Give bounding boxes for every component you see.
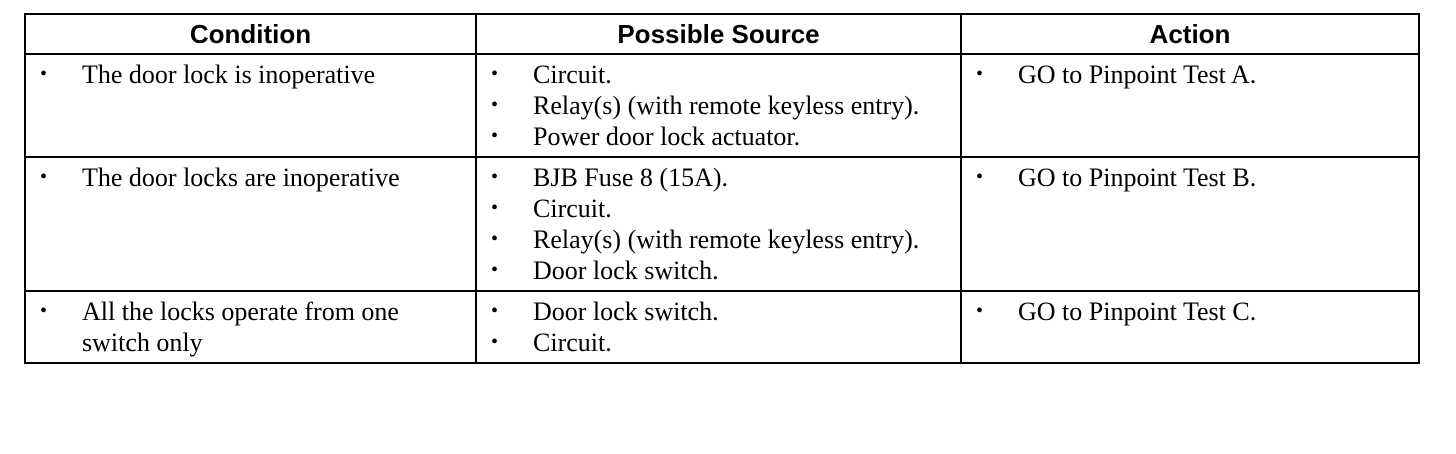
bullet-icon: • — [491, 259, 499, 281]
source-text: Power door lock actuator. — [533, 122, 801, 151]
table-row: • All the locks operate from one switch o… — [24, 290, 1420, 364]
bullet-icon: • — [976, 63, 984, 85]
list-item: • The door locks are inoperative — [36, 162, 467, 193]
action-cell: • GO to Pinpoint Test C. — [960, 290, 1420, 364]
possible-source-cell: • Door lock switch. • Circuit. — [475, 290, 962, 364]
list-item: • Door lock switch. — [487, 255, 952, 286]
list-item: • Circuit. — [487, 327, 952, 358]
diagnosis-table: Condition Possible Source Action • The do… — [24, 13, 1420, 364]
list-item: • Power door lock actuator. — [487, 121, 952, 152]
source-text: Relay(s) (with remote keyless entry). — [533, 225, 920, 254]
list-item: • GO to Pinpoint Test C. — [972, 296, 1410, 327]
bullet-icon: • — [491, 94, 499, 116]
list-item: • Door lock switch. — [487, 296, 952, 327]
source-text: Door lock switch. — [533, 297, 719, 326]
list-item: • The door lock is inoperative — [36, 59, 467, 90]
bullet-icon: • — [40, 63, 48, 85]
bullet-icon: • — [491, 300, 499, 322]
header-possible-source: Possible Source — [475, 13, 962, 55]
action-text: GO to Pinpoint Test A. — [1018, 60, 1257, 89]
list-item: • All the locks operate from one switch o… — [36, 296, 467, 358]
bullet-icon: • — [976, 300, 984, 322]
action-text: GO to Pinpoint Test B. — [1018, 163, 1257, 192]
bullet-icon: • — [491, 331, 499, 353]
bullet-icon: • — [40, 300, 48, 322]
source-text: BJB Fuse 8 (15A). — [533, 163, 729, 192]
bullet-icon: • — [491, 63, 499, 85]
list-item: • Relay(s) (with remote keyless entry). — [487, 224, 952, 255]
bullet-icon: • — [40, 166, 48, 188]
condition-text: All the locks operate from one switch on… — [82, 297, 399, 357]
list-item: • GO to Pinpoint Test A. — [972, 59, 1410, 90]
bullet-icon: • — [491, 125, 499, 147]
list-item: • BJB Fuse 8 (15A). — [487, 162, 952, 193]
action-cell: • GO to Pinpoint Test B. — [960, 156, 1420, 292]
condition-text: The door lock is inoperative — [82, 60, 376, 89]
header-condition: Condition — [24, 13, 477, 55]
source-text: Door lock switch. — [533, 256, 719, 285]
action-text: GO to Pinpoint Test C. — [1018, 297, 1257, 326]
condition-text: The door locks are inoperative — [82, 163, 400, 192]
source-text: Circuit. — [533, 60, 612, 89]
condition-cell: • The door lock is inoperative — [24, 53, 477, 158]
action-cell: • GO to Pinpoint Test A. — [960, 53, 1420, 158]
list-item: • Circuit. — [487, 193, 952, 224]
possible-source-cell: • BJB Fuse 8 (15A). • Circuit. • Relay(s) (… — [475, 156, 962, 292]
bullet-icon: • — [491, 166, 499, 188]
bullet-icon: • — [491, 197, 499, 219]
condition-cell: • All the locks operate from one switch o… — [24, 290, 477, 364]
table-row: • The door lock is inoperative • Circuit. … — [24, 53, 1420, 158]
list-item: • GO to Pinpoint Test B. — [972, 162, 1410, 193]
source-text: Circuit. — [533, 194, 612, 223]
header-row: Condition Possible Source Action — [24, 13, 1420, 55]
table-row: • The door locks are inoperative • BJB Fus… — [24, 156, 1420, 292]
source-text: Relay(s) (with remote keyless entry). — [533, 91, 920, 120]
condition-cell: • The door locks are inoperative — [24, 156, 477, 292]
possible-source-cell: • Circuit. • Relay(s) (with remote keyless… — [475, 53, 962, 158]
source-text: Circuit. — [533, 328, 612, 357]
header-action: Action — [960, 13, 1420, 55]
list-item: • Circuit. — [487, 59, 952, 90]
bullet-icon: • — [976, 166, 984, 188]
list-item: • Relay(s) (with remote keyless entry). — [487, 90, 952, 121]
bullet-icon: • — [491, 228, 499, 250]
